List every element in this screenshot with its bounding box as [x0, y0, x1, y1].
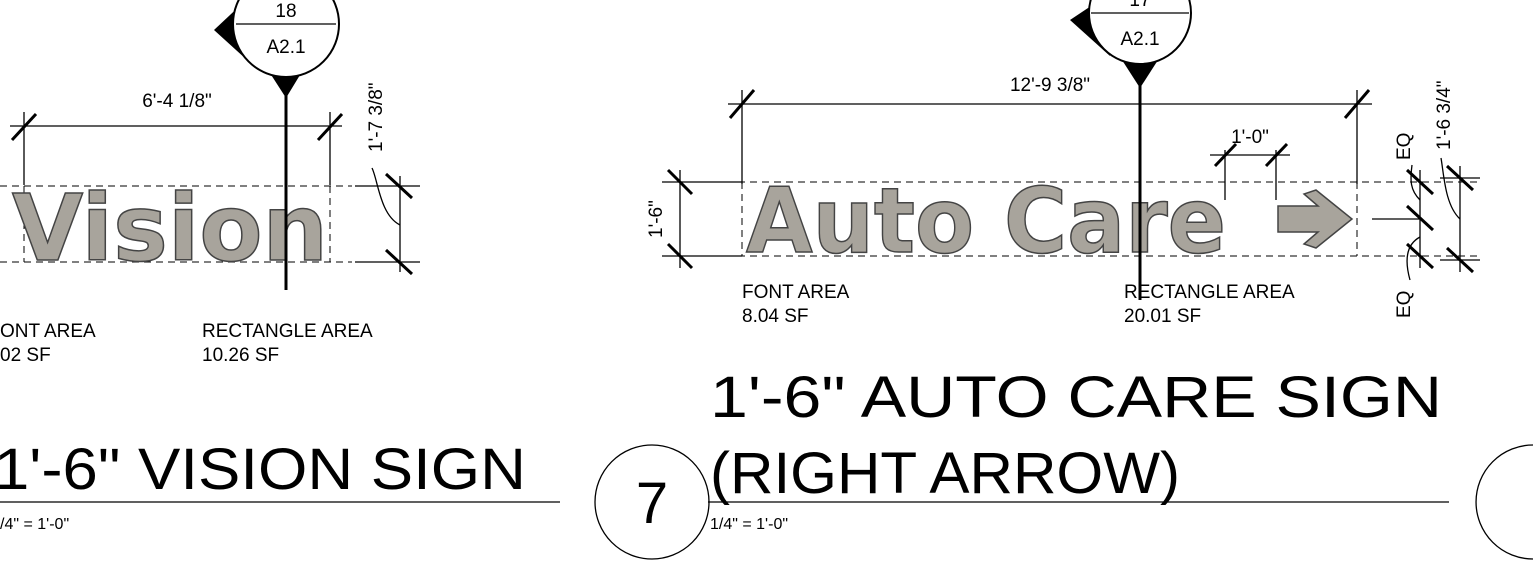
tick [10, 112, 38, 142]
tick [1445, 164, 1475, 192]
font-area-value: 8.04 SF [742, 306, 809, 327]
tick [384, 172, 414, 200]
total-height-leader [1440, 157, 1461, 220]
tick [1343, 89, 1371, 119]
eq-top-leader [1410, 164, 1421, 201]
detail-number: 7 [636, 471, 668, 536]
rect-area-value: 10.26 SF [202, 345, 279, 366]
tick [1405, 204, 1435, 232]
next-detail-number-circle [1475, 444, 1533, 560]
total-height-dimension: 1'-6 3/4" [1434, 80, 1455, 150]
font-area-label: FONT AREA [742, 282, 850, 303]
font-area-label: ONT AREA [0, 321, 96, 342]
detail-title-line2: (RIGHT ARROW) [710, 441, 1180, 506]
tick [1213, 142, 1238, 168]
section-marker-circle [232, 0, 340, 78]
section-sheet: A2.1 [1120, 29, 1159, 50]
tick [1264, 142, 1289, 168]
left-detail: 6'-4 1/8" 1'-7 3/8" Vision 18 A2.1 ONT A… [0, 0, 560, 533]
overall-height-dimension: 1'-7 3/8" [366, 82, 387, 152]
section-marker-circle [1088, 0, 1192, 65]
overall-width-dimension: 12'-9 3/8" [1010, 75, 1090, 96]
detail-scale: 1/4" = 1'-0" [710, 516, 788, 533]
section-tail [1122, 60, 1158, 88]
eq-top-label: EQ [1394, 133, 1415, 160]
overall-width-dimension: 6'-4 1/8" [142, 91, 212, 112]
section-number: 17 [1129, 0, 1150, 11]
tick [384, 248, 414, 276]
letter-height-dimension: 1'-6" [646, 200, 667, 238]
detail-scale: /4" = 1'-0" [0, 516, 69, 533]
eq-bottom-leader [1406, 236, 1421, 281]
sign-lettering: Vision [12, 175, 328, 282]
tick [666, 242, 694, 270]
tick [316, 112, 344, 142]
arrow-spacing-dimension: 1'-0" [1231, 127, 1269, 148]
detail-title-line1: 1'-6" AUTO CARE SIGN [710, 365, 1442, 430]
section-number: 18 [275, 1, 296, 22]
rect-area-value: 20.01 SF [1124, 306, 1201, 327]
detail-title: 1'-6" VISION SIGN [0, 437, 526, 502]
tick [1445, 246, 1475, 274]
rect-area-label: RECTANGLE AREA [1124, 282, 1295, 303]
font-area-value: 02 SF [0, 345, 51, 366]
tick [1405, 242, 1435, 270]
rect-area-label: RECTANGLE AREA [202, 321, 373, 342]
height-leader [371, 167, 401, 226]
eq-bottom-label: EQ [1394, 291, 1415, 318]
tick [728, 89, 756, 119]
right-arrow-icon [1277, 189, 1354, 249]
section-sheet: A2.1 [266, 37, 305, 58]
sign-lettering: Auto Care [746, 169, 1226, 274]
tick [666, 168, 694, 196]
center-detail: 7 12'-9 3/8" 1'-0" 1'-6" Auto Care [594, 0, 1480, 560]
